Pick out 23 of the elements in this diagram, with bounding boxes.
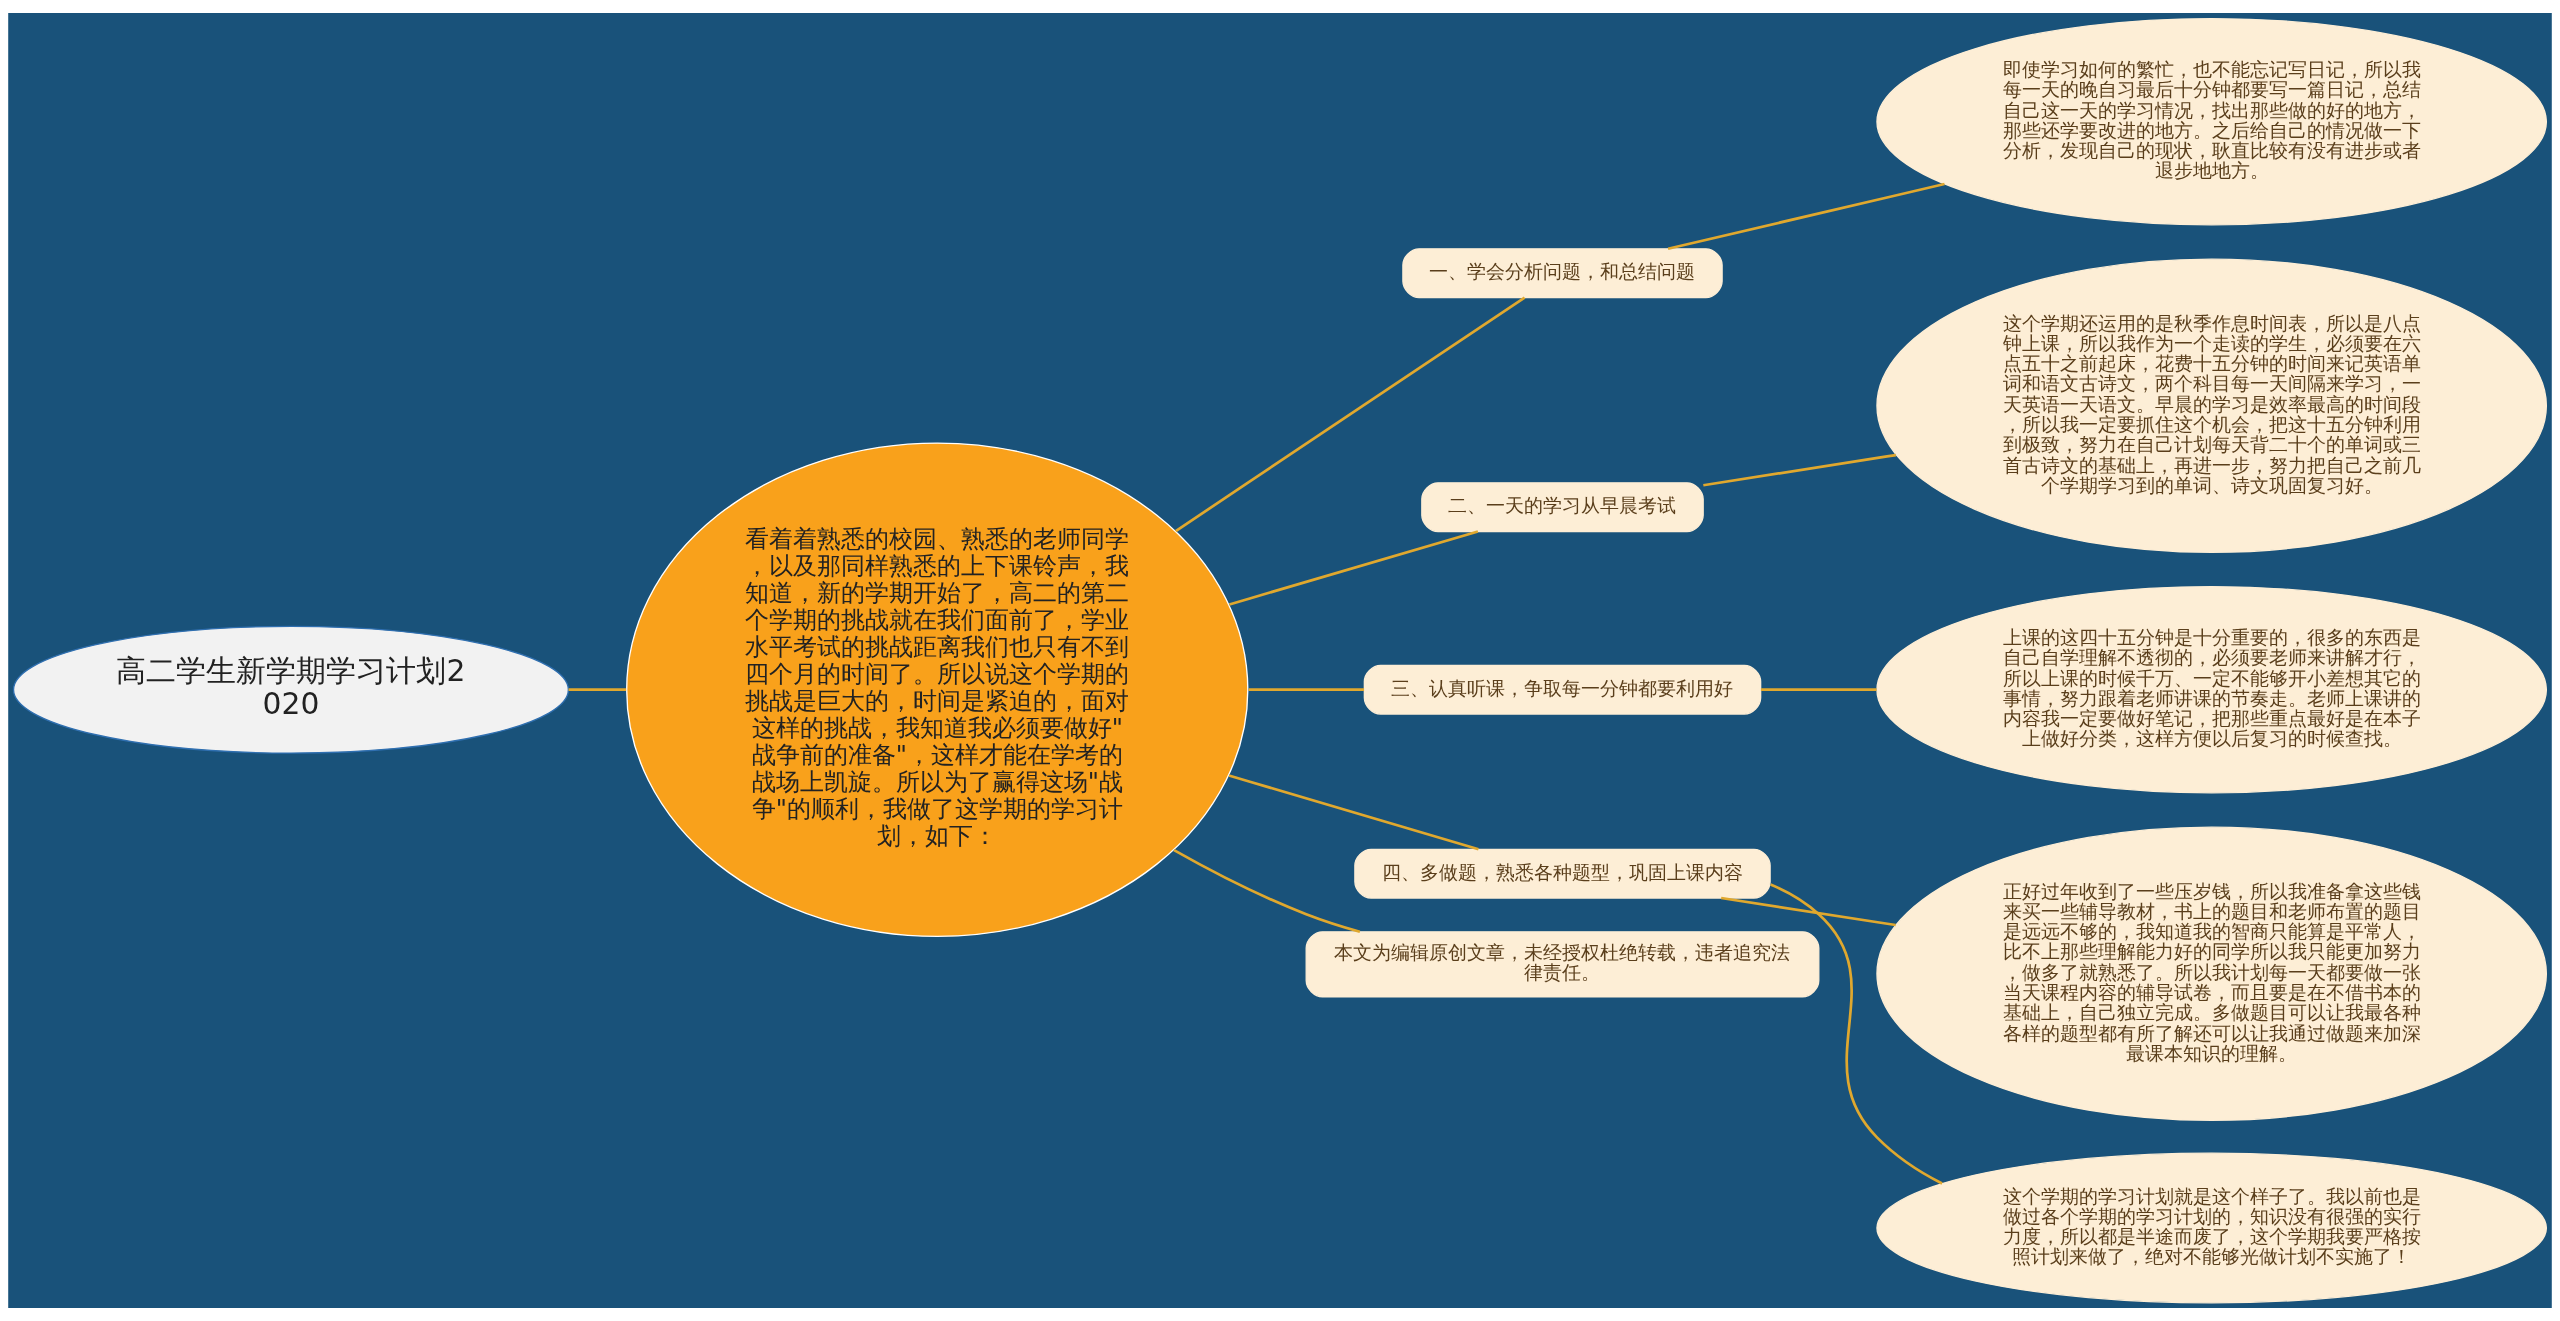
connector xyxy=(1760,688,1877,692)
node-ellipse: 这个学期还运用的是秋季作息时间表，所以是八点钟上课，所以我作为一个走读的学生，必须要在六点五十之前起床，花费十五分钟的时间来记英语单词和语文古诗文，两个科目每一天间隔来学习，一天英语一天语文。早晨的学习是效率最高的时间段，所以我一定要抓住这个机会，把这十五分钟利用到极致，努力在自己计划每天背二十个的单词或三首古诗文的基础上，再进一步，努力把自己之前几个学期学习到的单词、诗文巩固复习好。 xyxy=(1876,258,2548,553)
node-box: 一、学会分析问题，和总结问题 xyxy=(1402,248,1723,299)
node-ellipse: 这个学期的学习计划就是这个样子了。我以前也是做过各个学期的学习计划的，知识没有很强的实行力度，所以都是半途而废了，这个学期我要严格按照计划来做了，绝对不能够光做计划不实施了！ xyxy=(1876,1152,2548,1304)
node-ellipse: 正好过年收到了一些压岁钱，所以我准备拿这些钱来买一些辅导教材，书上的题目和老师布置的题目是远远不够的，我知道我的智商只能算是平常人，比不上那些理解能力好的同学所以我只能更加努力，做多了就熟悉了。所以我计划每一天都要做一张当天课程内容的辅导试卷，而且要是在不借书本的基础上，自己独立完成。多做题目可以让我最各种各样的题型都有所了解还可以让我通过做题来加深最课本知识的理解。 xyxy=(1876,826,2548,1121)
node-box: 三、认真听课，争取每一分钟都要利用好 xyxy=(1363,664,1762,715)
connector xyxy=(1175,296,1526,533)
connector xyxy=(1770,883,1943,1185)
connector xyxy=(1173,848,1361,934)
node-ellipse: 看着着熟悉的校园、熟悉的老师同学，以及那同样熟悉的上下课铃声，我知道，新的学期开始了，高二的第二个学期的挑战就在我们面前了，学业水平考试的挑战距离我们也只有不到四个月的时间了。所以说这个学期的挑战是巨大的，时间是紧迫的，面对这样的挑战，我知道我必须要做好"战争前的准备"，这样才能在学考的战场上凯旋。所以为了赢得这场"战争"的顺利，我做了这学期的学习计划，如下： xyxy=(626,442,1249,938)
node-box: 本文为编辑原创文章，未经授权杜绝转载，违者追究法律责任。 xyxy=(1305,931,1820,998)
connector xyxy=(1228,774,1479,851)
node-box: 二、一天的学习从早晨考试 xyxy=(1421,482,1704,533)
node-ellipse: 高二学生新学期学习计划2020 xyxy=(12,625,570,754)
node-ellipse: 上课的这四十五分钟是十分重要的，很多的东西是自己自学理解不透彻的，必须要老师来讲解才行，所以上课的时候千万、一定不能够开小差想其它的事情，努力跟着老师讲课的节奏走。老师上课讲的内容我一定要做好笔记，把那些重点最好是在本子上做好分类，这样方便以后复习的时候查找。 xyxy=(1876,585,2548,794)
connector xyxy=(1720,896,1896,927)
connector xyxy=(1703,453,1897,487)
connector xyxy=(1248,688,1365,692)
connector xyxy=(568,688,627,692)
connector xyxy=(1228,530,1479,606)
node-ellipse: 即使学习如何的繁忙，也不能忘记写日记，所以我每一天的晚自习最后十分钟都要写一篇日记，总结自己这一天的学习情况，找出那些做的好的地方，那些还学要改进的地方。之后给自己的情况做一下分析，发现自己的现状，耿直比较有没有进步或者退步地地方。 xyxy=(1876,17,2548,226)
connector xyxy=(1667,182,1945,251)
node-box: 四、多做题，熟悉各种题型，巩固上课内容 xyxy=(1354,848,1771,899)
